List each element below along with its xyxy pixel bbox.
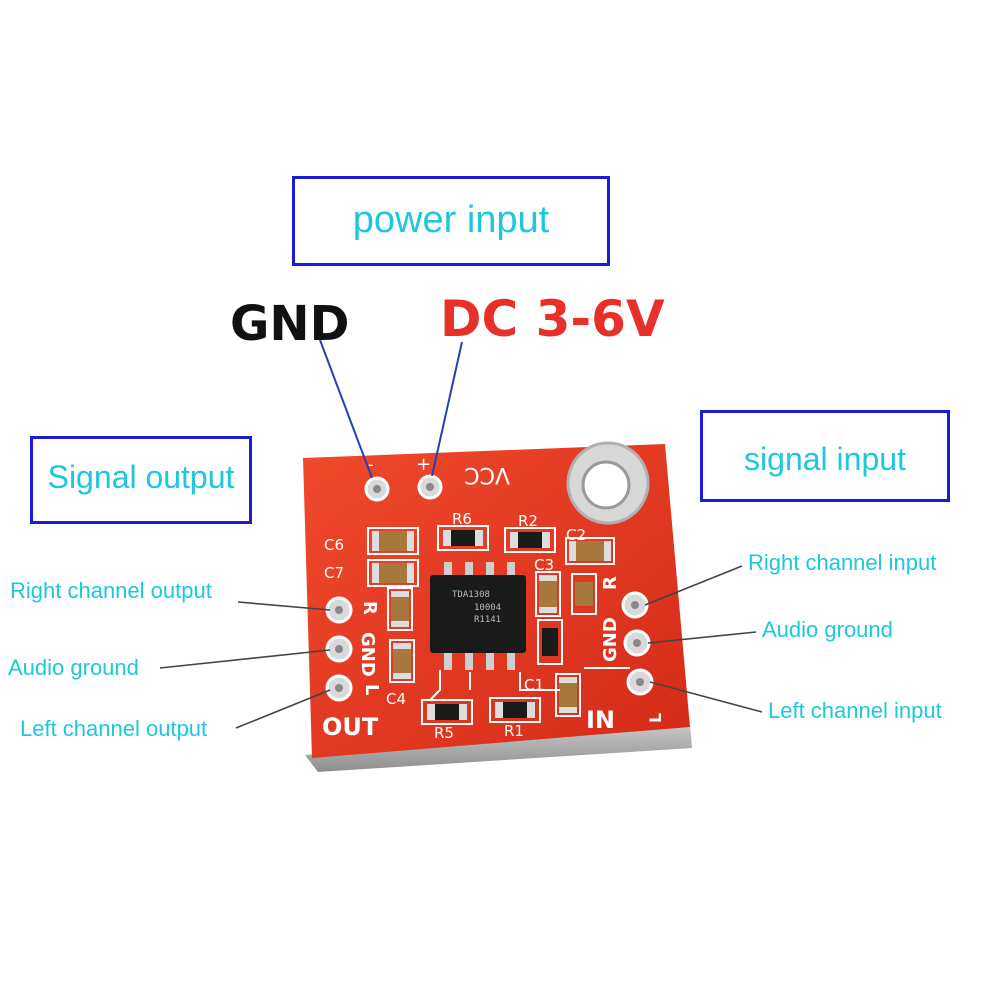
chip-line-2: 10004 (474, 603, 501, 613)
chip-marking: TDA1308 10004 R1141 (452, 590, 501, 625)
signal-input-label: signal input (744, 441, 906, 477)
signal-output-box: Signal output (30, 436, 252, 524)
capacitor-c1 (555, 673, 581, 717)
silk-in: IN (586, 706, 615, 734)
silk-r2: R2 (518, 512, 538, 530)
capacitor-c7 (367, 559, 419, 587)
audio-ground-input-label: Audio ground (762, 617, 893, 642)
silk-c3: C3 (534, 556, 554, 574)
right-channel-output-label: Right channel output (10, 578, 212, 603)
chip-line-3: R1141 (474, 615, 501, 625)
silk-gnd-left: GND (357, 632, 378, 677)
resistor-r2 (504, 527, 556, 553)
capacitor-c3 (535, 571, 561, 617)
resistor-r6 (437, 525, 489, 551)
pin-leader-lines (159, 565, 763, 729)
silk-l-left: L (361, 684, 382, 695)
power-input-box: power input (292, 176, 610, 266)
resistor-vertical (537, 619, 563, 665)
silk-c2: C2 (566, 526, 586, 544)
right-channel-input-label: Right channel input (748, 550, 937, 575)
silk-out: OUT (322, 713, 379, 741)
silk-r1: R1 (504, 722, 524, 740)
dc-voltage-label: DC 3-6V (440, 290, 665, 348)
silk-r5: R5 (434, 724, 454, 742)
silk-r-right: R (600, 576, 621, 590)
left-channel-output-label: Left channel output (20, 716, 208, 741)
capacitor-c6 (367, 527, 419, 555)
board-edge (305, 725, 692, 772)
capacitor-c2 (565, 537, 615, 565)
silk-c7: C7 (324, 564, 344, 582)
left-channel-input-label: Left channel input (768, 698, 942, 723)
power-input-label: power input (352, 199, 550, 241)
silk-c4: C4 (386, 690, 406, 708)
mounting-hole-center (581, 460, 631, 510)
chip-line-1: TDA1308 (452, 590, 490, 600)
signal-output-label: Signal output (47, 459, 235, 495)
silk-gnd-right: GND (600, 617, 621, 662)
silk-vcc: VCC (464, 462, 510, 487)
signal-input-box: signal input (700, 410, 950, 502)
traces (429, 667, 630, 701)
silkscreen: - + VCC OUT IN R GND L R GND L C6 C7 C2 … (322, 454, 665, 742)
resistor-r5 (421, 699, 473, 725)
resistor-r1 (489, 697, 541, 723)
power-leader-lines (319, 339, 463, 479)
silk-l-right: L (646, 713, 665, 723)
silk-minus: - (368, 455, 374, 474)
capacitor-c4-a (387, 587, 413, 631)
silk-r-left: R (359, 601, 380, 615)
audio-ground-output-label: Audio ground (8, 655, 139, 680)
gnd-label: GND (230, 296, 350, 352)
capacitor-c5 (571, 573, 597, 615)
silk-c1: C1 (524, 676, 544, 694)
capacitor-c4-b (389, 639, 415, 683)
silk-plus: + (416, 454, 431, 475)
ic-chip (430, 575, 526, 653)
silk-c6: C6 (324, 536, 344, 554)
chip-pins (444, 562, 515, 670)
silk-r6: R6 (452, 510, 472, 528)
